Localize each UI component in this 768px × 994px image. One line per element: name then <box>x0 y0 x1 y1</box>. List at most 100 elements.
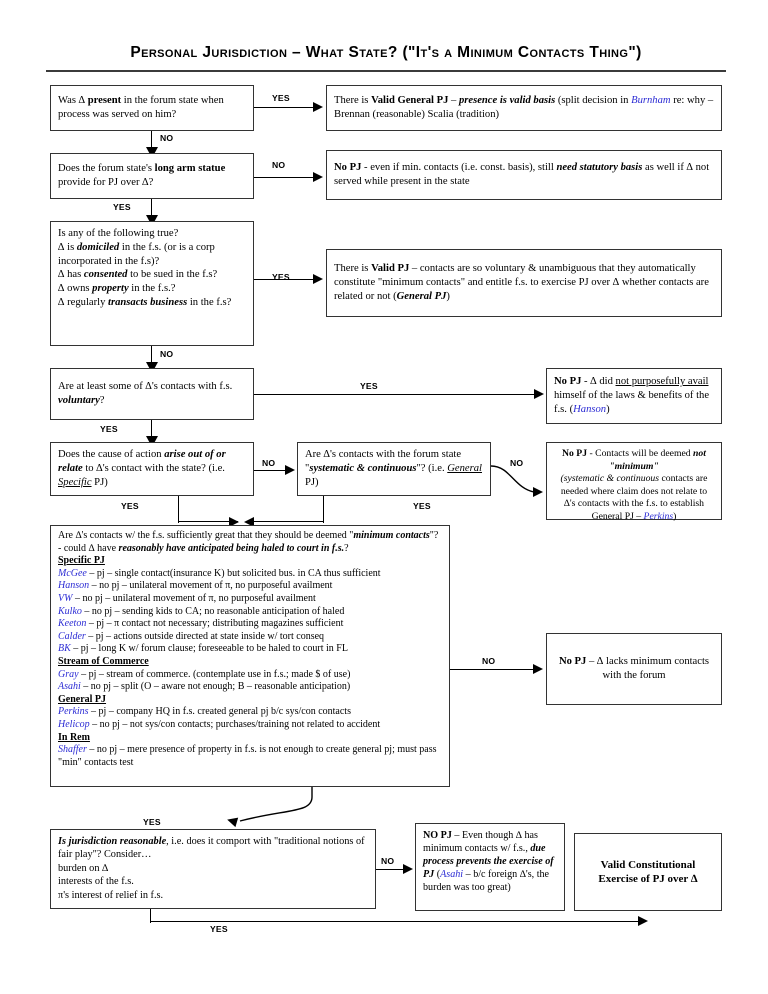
connector-reasonable-yes-down <box>150 909 152 923</box>
connector-longarm-yes <box>151 199 153 219</box>
r-nm-d: contacts are needed where claim does not… <box>560 473 708 523</box>
arrowhead-arise-yes <box>229 517 239 527</box>
r-vpj-e: ) <box>446 290 450 302</box>
node-valid-general-pj[interactable]: There is Valid General PJ – presence is … <box>326 85 722 131</box>
r-vpj-b: Valid PJ <box>371 263 410 275</box>
q-vol-b: voluntary <box>58 395 100 406</box>
node-minimum-contacts-analysis[interactable]: Are ∆'s contacts w/ the f.s. sufficientl… <box>50 525 450 787</box>
q-follow-l2c: to be sued in the f.s? <box>127 269 218 281</box>
node-valid-constitutional-exercise[interactable]: Valid Constitutional Exercise of PJ over… <box>574 833 722 911</box>
node-any-following-true[interactable]: Is any of the following true? ∆ is domic… <box>50 221 254 346</box>
q-follow-l3b: property <box>92 283 129 295</box>
q-minc-b: minimum contacts <box>353 530 430 541</box>
connector-voluntary-down <box>151 420 153 440</box>
label-no-arise: NO <box>262 458 276 468</box>
r-gpj-f: re: why – Brennan (reasonable) Scalia (t… <box>334 95 714 120</box>
node-contacts-voluntary[interactable]: Are at least some of ∆'s contacts with f… <box>50 368 254 420</box>
label-yes-longarm: YES <box>113 202 131 212</box>
r-dp-b: – Even though ∆ has minimum contacts w/ … <box>423 830 538 855</box>
connector-present-yes <box>254 107 314 109</box>
node-long-arm-statute[interactable]: Does the forum state's long arm statue p… <box>50 153 254 199</box>
q-minc-c: "? - could ∆ have <box>58 530 439 554</box>
q-minc-a: Are ∆'s contacts w/ the f.s. sufficientl… <box>58 530 354 541</box>
node-no-pj-lacks-minimum[interactable]: No PJ – ∆ lacks minimum contacts with th… <box>546 633 722 705</box>
node-was-delta-present[interactable]: Was ∆ present in the forum state when pr… <box>50 85 254 131</box>
label-yes-voluntary-down: YES <box>100 424 118 434</box>
case-burnham: Burnham <box>631 95 671 107</box>
r-dp-c: due process prevents the exercise of PJ <box>423 843 554 881</box>
q-longarm-a: Does the forum state's <box>58 163 155 175</box>
q-follow-l4b: transacts business <box>108 296 188 308</box>
case-line: VW – no pj – unilateral movement of π, n… <box>58 592 316 604</box>
r-dp-d: ( <box>434 869 441 881</box>
node-no-pj-due-process[interactable]: NO PJ – Even though ∆ has minimum contac… <box>415 823 565 911</box>
r-gpj-a: There is <box>334 95 372 107</box>
r-nostat-b: - even if min. contacts (i.e. const. bas… <box>361 162 557 174</box>
q-arise-d: Specific <box>58 476 92 488</box>
node-no-pj-not-purposeful-avail[interactable]: No PJ - ∆ did not purposefully avail him… <box>546 368 722 424</box>
label-yes-systematic: YES <box>413 501 431 511</box>
q-reas-b: , i.e. does it comport with "traditional… <box>58 836 365 861</box>
arrowhead-present-no <box>146 147 158 158</box>
r-gpj-e: (split decision in <box>555 95 632 107</box>
node-arise-out-of-or-relate[interactable]: Does the cause of action arise out of or… <box>50 442 254 496</box>
case-line: Asahi – no pj – split (O – aware not eno… <box>58 681 351 693</box>
q-follow-l2b: consented <box>83 269 128 281</box>
r-lacks-b: – ∆ lacks minimum contacts with the foru… <box>586 656 710 681</box>
arrowhead-arise-no <box>285 465 295 475</box>
label-yes-voluntary: YES <box>360 381 378 391</box>
q-sys-c: "? (i.e. <box>416 463 448 475</box>
arrowhead-reasonable-no <box>403 864 413 874</box>
arrowhead-longarm-no <box>313 172 323 182</box>
q-reas-l2: interests of the f.s. <box>58 876 134 888</box>
case-line: Keeton – pj – π contact not necessary; d… <box>58 618 344 630</box>
r-np-b: - ∆ did <box>581 376 616 388</box>
page-title-text: Personal Jurisdiction – What State? ("It… <box>130 44 642 61</box>
q-sys-b: systematic & continuous <box>309 463 417 475</box>
heading-general-pj: General PJ <box>58 693 107 705</box>
r-dp-a: NO PJ <box>423 830 452 841</box>
q-longarm-c: provide for PJ over ∆? <box>58 177 154 188</box>
r-vpj-d: General PJ <box>396 290 447 302</box>
case-asahi-2: Asahi <box>440 869 464 881</box>
node-jurisdiction-reasonable[interactable]: Is jurisdiction reasonable, i.e. does it… <box>50 829 376 909</box>
heading-specific-pj: Specific PJ <box>58 555 105 567</box>
connector-sys-yes-across <box>252 521 324 523</box>
r-gpj-d: presence is valid basis <box>458 95 556 107</box>
label-no-systematic: NO <box>510 458 524 468</box>
q-present-text-b: present <box>87 95 122 107</box>
r-gpj-b: Valid General PJ <box>371 95 449 107</box>
connector-voluntary-yes <box>254 394 535 396</box>
case-hanson: Hanson <box>573 403 607 415</box>
q-follow-l3c: in the f.s.? <box>128 283 176 295</box>
node-valid-pj-general[interactable]: There is Valid PJ – contacts are so volu… <box>326 249 722 317</box>
case-line: Kulko – no pj – sending kids to CA; no r… <box>58 605 345 617</box>
r-gpj-c: – <box>448 95 459 107</box>
r-nostat-d: as well if ∆ not served while present in… <box>334 162 710 187</box>
q-reas-l1: burden on ∆ <box>58 862 109 874</box>
q-sys-e: PJ) <box>305 476 319 488</box>
node-no-pj-statutory-basis[interactable]: No PJ - even if min. contacts (i.e. cons… <box>326 150 722 200</box>
node-no-pj-not-minimum[interactable]: No PJ - Contacts will be deemed not "min… <box>546 442 722 523</box>
q-arise-e: PJ) <box>91 476 108 488</box>
q-follow-l4a: ∆ regularly <box>58 296 109 308</box>
label-no-present: NO <box>160 133 174 143</box>
connector-reasonable-no <box>376 869 404 871</box>
q-minc-d: reasonably have anticipated being haled … <box>118 542 345 554</box>
connector-arise-yes-across <box>178 521 238 523</box>
q-vol-a: Are at least some of ∆'s contacts with f… <box>58 381 233 393</box>
connector-present-no <box>151 131 153 151</box>
arrowhead-reasonable-yes <box>638 916 648 926</box>
title-divider <box>46 70 726 72</box>
heading-stream-of-commerce: Stream of Commerce <box>58 655 149 667</box>
connector-minc-no <box>450 669 534 671</box>
node-systematic-continuous[interactable]: Are ∆'s contacts with the forum state "s… <box>297 442 491 496</box>
r-vpj-c: – contacts are so voluntary & unambiguou… <box>334 263 709 302</box>
q-reas-l3: π's interest of relief in f.s. <box>58 889 164 901</box>
case-line: Calder – pj – actions outside directed a… <box>58 630 325 642</box>
arrowhead-voluntary-down <box>146 436 158 447</box>
label-yes-minc: YES <box>143 817 161 827</box>
arrowhead-voluntary-yes <box>534 389 544 399</box>
r-lacks-a: No PJ <box>558 656 587 668</box>
